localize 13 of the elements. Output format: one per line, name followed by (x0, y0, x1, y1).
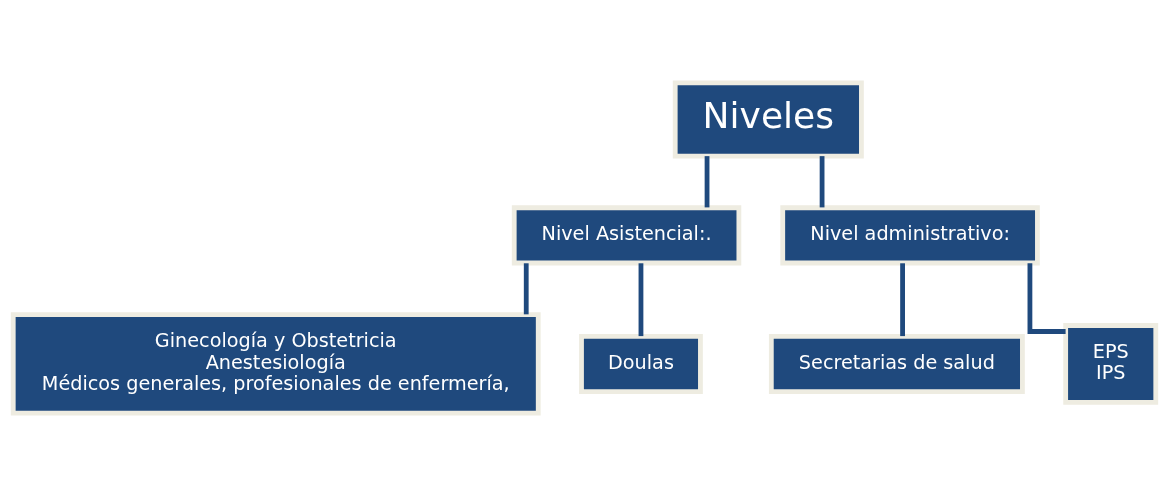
node-box: Nivel administrativo: (780, 204, 1040, 265)
connector (819, 155, 825, 207)
node-box: EPS IPS (1063, 322, 1159, 405)
connector (704, 155, 710, 207)
connector (638, 262, 644, 336)
connector (900, 262, 905, 336)
node-box: Secretarias de salud (768, 333, 1025, 394)
node-box: Niveles (672, 79, 864, 158)
connector (523, 262, 529, 314)
node-box: Nivel Asistencial:. (511, 204, 742, 265)
connector (1027, 262, 1066, 334)
node-box: Doulas (579, 333, 703, 394)
node-box: Ginecología y Obstetricia Anestesiología Médicos generales, profesionales de enfermería, (10, 311, 541, 416)
